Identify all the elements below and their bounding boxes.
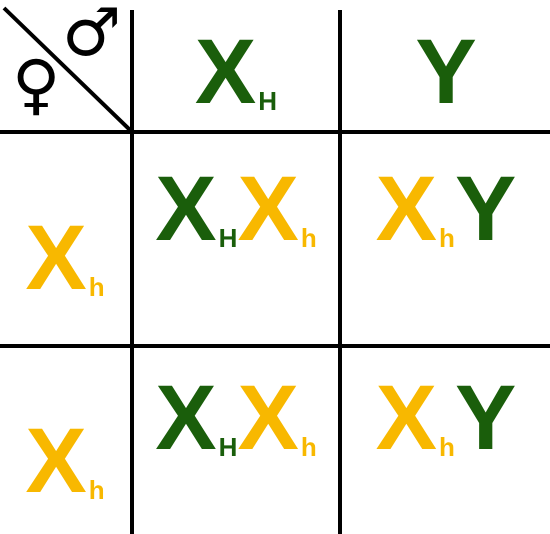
allele-mother-1: X h <box>25 212 104 304</box>
allele-a: X h <box>376 163 455 255</box>
male-symbol-icon: ♂ <box>62 0 122 71</box>
col-header-father-1: X H <box>134 14 338 130</box>
allele-subscript: H <box>258 86 278 116</box>
allele-a: X H <box>155 163 237 255</box>
allele-subscript: H <box>218 432 238 462</box>
allele-father-1: X H <box>195 26 277 118</box>
allele-b: X h <box>237 163 316 255</box>
allele-b: Y <box>455 163 516 255</box>
allele-subscript: h <box>300 223 317 253</box>
allele-letter: X <box>25 410 87 512</box>
allele-a: X H <box>155 372 237 464</box>
allele-letter: X <box>237 158 299 260</box>
offspring-cell-2-1: X H X h <box>134 348 338 488</box>
allele-letter: X <box>25 207 87 309</box>
horizontal-line-top <box>0 130 550 134</box>
offspring-cell-1-2: X h Y <box>342 134 550 284</box>
horizontal-line-middle <box>0 344 550 348</box>
allele-b: Y <box>455 372 516 464</box>
allele-letter: X <box>375 367 438 469</box>
allele-subscript: h <box>439 432 455 462</box>
vertical-line-right <box>338 10 342 534</box>
allele-subscript: h <box>88 475 105 505</box>
allele-father-2: Y <box>415 26 476 118</box>
allele-letter: Y <box>454 367 517 469</box>
allele-subscript: H <box>218 223 238 253</box>
col-header-father-2: Y <box>342 14 550 130</box>
female-symbol-icon: ♀ <box>12 46 61 123</box>
allele-subscript: h <box>88 272 105 302</box>
allele-mother-2: X h <box>25 415 104 507</box>
allele-letter: X <box>375 158 438 260</box>
allele-letter: X <box>237 367 299 469</box>
allele-letter: X <box>155 367 217 469</box>
allele-letter: Y <box>454 158 517 260</box>
allele-letter: X <box>194 21 257 123</box>
allele-letter: X <box>155 158 217 260</box>
row-header-mother-1: X h <box>0 134 130 344</box>
allele-b: X h <box>237 372 316 464</box>
allele-subscript: h <box>439 223 455 253</box>
row-header-mother-2: X h <box>0 348 130 534</box>
vertical-line-left <box>130 10 134 534</box>
allele-a: X h <box>376 372 455 464</box>
offspring-cell-1-1: X H X h <box>134 134 338 284</box>
allele-subscript: h <box>300 432 317 462</box>
offspring-cell-2-2: X h Y <box>342 348 550 488</box>
corner-diagonal <box>2 6 132 132</box>
allele-letter: Y <box>415 21 477 123</box>
